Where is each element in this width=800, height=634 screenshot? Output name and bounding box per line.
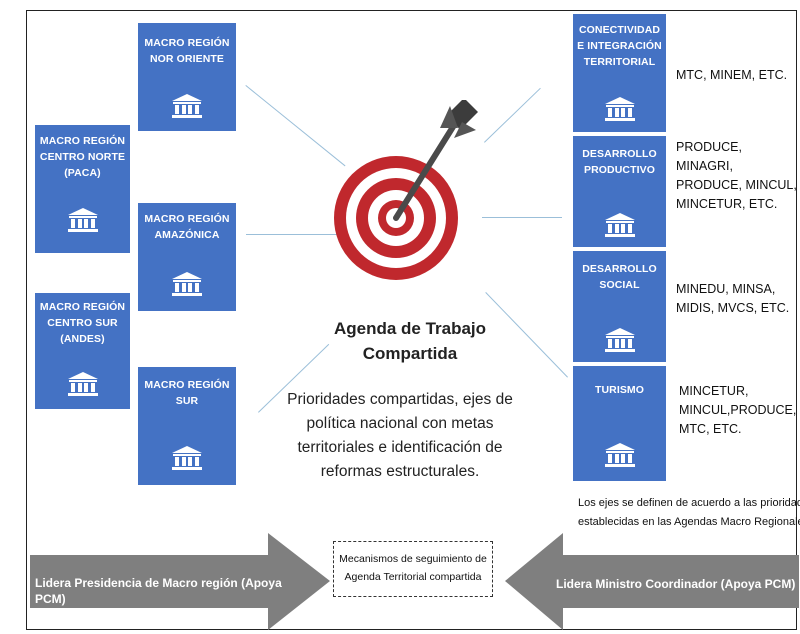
macro-region-label-line: MACRO REGIÓN — [39, 301, 126, 313]
macro-region-sur-box: MACRO REGIÓN SUR — [138, 367, 236, 485]
ministries-line: PRODUCE, MINAGRI, — [676, 140, 742, 173]
axis-social-box: DESARROLLO SOCIAL — [573, 251, 666, 362]
ministries-line: MINEDU, MINSA, — [676, 282, 776, 296]
building-icon — [604, 443, 635, 467]
macro-region-label-line: (PACA) — [64, 167, 101, 179]
ministries-line: MINCUL,PRODUCE, — [679, 403, 797, 417]
axis-label-line: PRODUCTIVO — [583, 164, 655, 176]
macro-region-label-line: CENTRO NORTE — [39, 151, 126, 163]
target-arrow-icon — [334, 100, 478, 280]
left-arrow-shape — [30, 533, 330, 630]
ministries-line: MTC, ETC. — [679, 422, 742, 436]
connector-line — [482, 217, 562, 219]
connector-line — [246, 234, 338, 236]
macro-region-label-line: (ANDES) — [60, 333, 105, 345]
building-icon — [172, 446, 202, 470]
ministries-line: PRODUCE, MINCUL, — [676, 178, 797, 192]
ministries-line: MINCETUR, — [679, 384, 749, 398]
macro-region-label-line: MACRO REGIÓN — [144, 37, 230, 49]
axis-productivo-box: DESARROLLO PRODUCTIVO — [573, 136, 666, 247]
ministries-conectividad: MTC, MINEM, ETC. — [676, 66, 787, 85]
building-icon — [604, 328, 635, 352]
macro-region-label-line: SUR — [175, 395, 199, 407]
building-icon — [172, 94, 202, 118]
diagram-frame — [26, 10, 797, 630]
left-arrow-label: Lidera Presidencia de Macro región (Apoy… — [35, 575, 282, 607]
building-icon — [604, 97, 635, 121]
axis-conectividad-box: CONECTIVIDAD E INTEGRACIÓN TERRITORIAL — [573, 14, 666, 132]
axis-turismo-box: TURISMO — [573, 366, 666, 481]
note-line: establecidas en las Agendas Macro Region… — [578, 516, 800, 528]
right-arrow-shape — [505, 533, 799, 630]
left-arrow-line: Lidera Presidencia de Macro región (Apoy… — [35, 576, 282, 590]
macro-region-label-line: MACRO REGIÓN — [39, 135, 126, 147]
macro-region-label-line: AMAZÓNICA — [154, 229, 220, 241]
building-icon — [67, 208, 98, 232]
building-icon — [172, 272, 202, 296]
axes-note: Los ejes se definen de acuerdo a las pri… — [578, 494, 800, 532]
mechanisms-line: Mecanismos de seguimiento de — [339, 553, 487, 565]
macro-region-label-line: CENTRO SUR — [47, 317, 118, 329]
ministries-line: MINCETUR, ETC. — [676, 197, 778, 211]
macro-region-label-line: MACRO REGIÓN — [144, 213, 230, 225]
macro-region-amazonica-box: MACRO REGIÓN AMAZÓNICA — [138, 203, 236, 311]
ministries-line: MTC, MINEM, ETC. — [676, 68, 788, 82]
building-icon — [604, 213, 635, 237]
center-description: Prioridades compartidas, ejes de polític… — [287, 391, 513, 480]
axis-label-line: TURISMO — [594, 384, 645, 396]
ministries-turismo: MINCETUR, MINCUL,PRODUCE, MTC, ETC. — [679, 382, 796, 439]
macro-region-nor-oriente-box: MACRO REGIÓN NOR ORIENTE — [138, 23, 236, 131]
ministries-social: MINEDU, MINSA, MIDIS, MVCS, ETC. — [676, 280, 789, 318]
ministries-productivo: PRODUCE, MINAGRI, PRODUCE, MINCUL, MINCE… — [676, 138, 800, 214]
axis-label-line: CONECTIVIDAD — [578, 24, 661, 36]
axis-label-line: TERRITORIAL — [583, 56, 656, 68]
building-icon — [67, 372, 98, 396]
macro-region-label-line: NOR ORIENTE — [149, 53, 225, 65]
macro-region-label-line: MACRO REGIÓN — [144, 379, 230, 391]
macro-region-centro-norte-box: MACRO REGIÓN CENTRO NORTE (PACA) — [35, 125, 130, 253]
note-line: Los ejes se definen de acuerdo a las pri… — [578, 497, 800, 509]
axis-label-line: SOCIAL — [599, 279, 640, 291]
center-title-line-1: Agenda de Trabajo — [333, 319, 487, 338]
tracking-mechanisms-box: Mecanismos de seguimiento de Agenda Terr… — [333, 541, 493, 597]
mechanisms-line: Agenda Territorial compartida — [344, 571, 482, 583]
left-arrow-line: PCM) — [35, 592, 66, 606]
macro-region-centro-sur-box: MACRO REGIÓN CENTRO SUR (ANDES) — [35, 293, 130, 409]
axis-label-line: DESARROLLO — [582, 263, 657, 275]
center-title-line-2: Compartida — [362, 344, 458, 363]
ministries-line: MIDIS, MVCS, ETC. — [676, 301, 790, 315]
axis-label-line: E INTEGRACIÓN — [577, 40, 662, 52]
right-arrow-line: Lidera Ministro Coordinador (Apoya PCM) — [556, 577, 796, 591]
axis-label-line: DESARROLLO — [582, 148, 657, 160]
right-arrow-label: Lidera Ministro Coordinador (Apoya PCM) — [556, 576, 796, 592]
center-title: Agenda de Trabajo Compartida — [300, 316, 520, 366]
